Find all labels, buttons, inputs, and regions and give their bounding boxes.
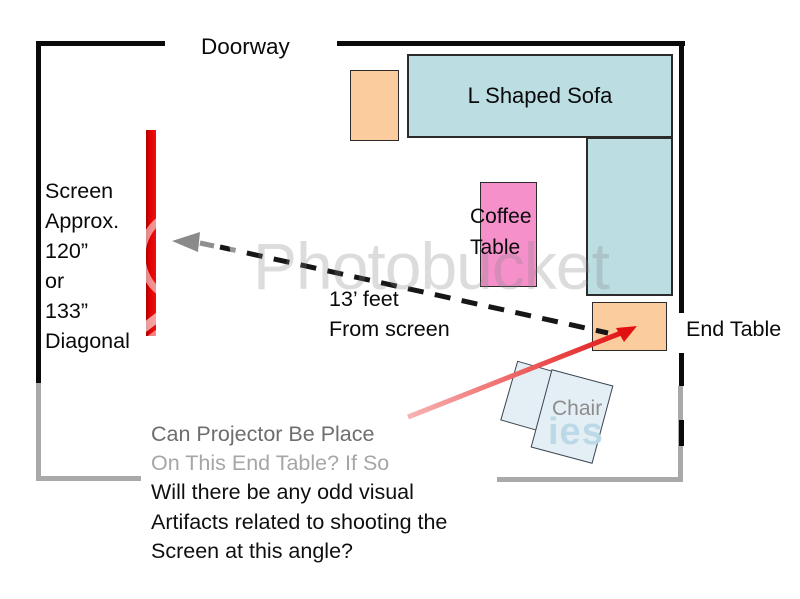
screen-label-line: 133” <box>45 299 89 323</box>
watermark-fragment: ies <box>548 411 604 453</box>
question-line: On This End Table? If So <box>151 451 390 476</box>
chair-label: Chair <box>552 397 603 420</box>
screen-label-line: 120” <box>45 239 89 263</box>
doorway-label: Doorway <box>201 34 290 59</box>
question-line: Screen at this angle? <box>151 538 353 563</box>
question-line: Will there be any odd visual <box>151 480 414 505</box>
screen-label-line: or <box>45 269 65 293</box>
coffee-table-shape <box>480 182 537 287</box>
sofa-horizontal-shape <box>407 54 673 138</box>
sofa-vertical-shape <box>586 137 673 296</box>
coffee-table-label: Coffee Table <box>470 205 532 259</box>
distance-line: 13’ feet <box>329 287 399 311</box>
question-line: Artifacts related to shooting the <box>151 509 448 534</box>
side-table-shape <box>350 70 399 141</box>
arrowhead-left-icon <box>172 232 200 252</box>
wall-right-upper <box>679 41 684 313</box>
screen-label: Screen Approx. 120” or 133” Diagonal <box>45 176 130 356</box>
end-table-label: End Table <box>686 317 782 341</box>
wall-top-right <box>337 41 685 46</box>
projector-pointer-arrow <box>407 326 637 420</box>
wall-right-dash <box>679 420 684 446</box>
wall-right-mid <box>679 353 684 386</box>
wall-top-left <box>36 41 165 46</box>
screen-label-line: Diagonal <box>45 329 130 353</box>
wall-left-lower <box>36 383 41 481</box>
wall-bottom-left <box>36 476 141 481</box>
question-text: Can Projector Be Place On This End Table… <box>151 420 447 566</box>
arrowhead-red-icon <box>616 326 637 342</box>
question-line: Can Projector Be Place <box>151 422 375 446</box>
sofa-label: L Shaped Sofa <box>467 83 613 108</box>
wall-bottom-right <box>497 477 683 482</box>
watermark-text: Photobucket <box>253 229 610 303</box>
end-table-shape <box>592 302 667 351</box>
wall-left-upper <box>36 41 41 383</box>
screen-label-line: Screen <box>45 179 114 203</box>
distance-line: From screen <box>329 316 450 341</box>
throw-distance-label: 13’ feet From screen <box>329 285 450 344</box>
screen-label-line: Approx. <box>45 209 120 233</box>
